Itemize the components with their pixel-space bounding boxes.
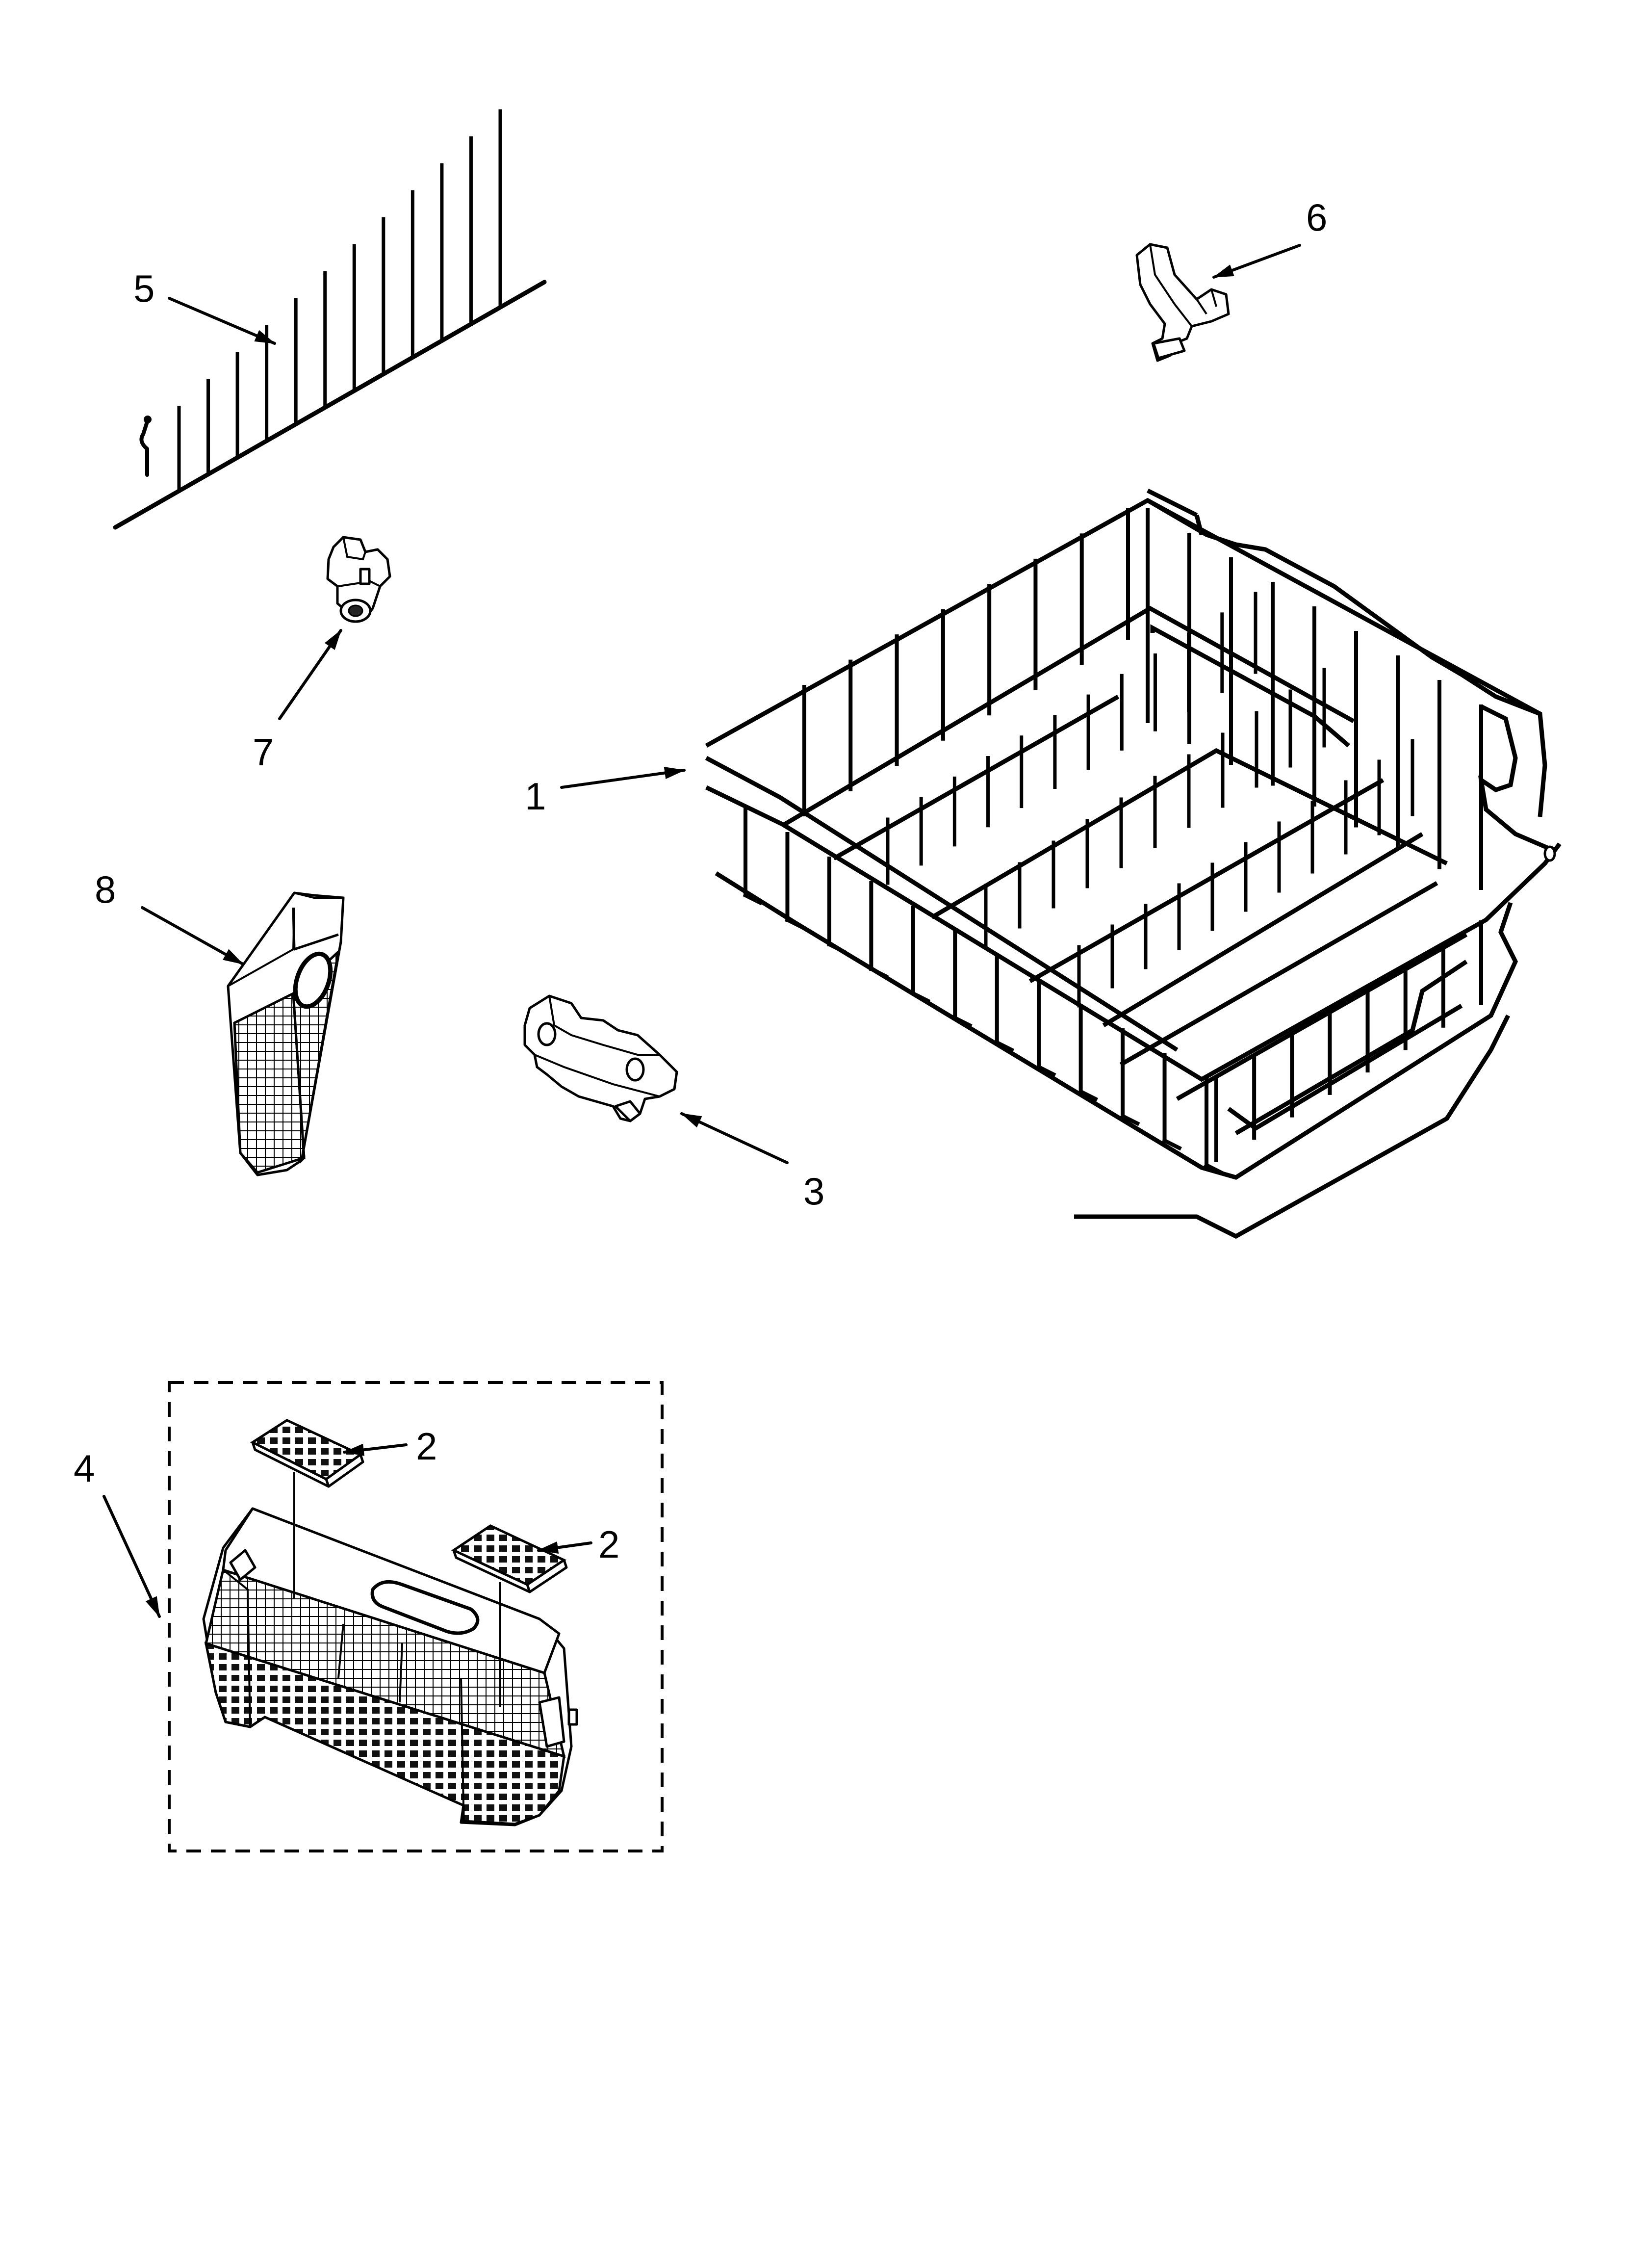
rack-bracket-part xyxy=(523,994,678,1122)
callout-5: 5 xyxy=(133,267,154,310)
callout-2a: 2 xyxy=(416,1425,437,1468)
leader-2a xyxy=(343,1443,408,1456)
tine-row-part xyxy=(113,109,547,530)
silverware-basket-assembly xyxy=(168,1381,664,1852)
leader-3 xyxy=(680,1112,789,1164)
callout-6: 6 xyxy=(1306,196,1327,239)
leader-1 xyxy=(560,767,686,789)
leader-2b xyxy=(537,1541,592,1554)
callout-labels: 5 6 7 1 8 3 2 2 4 xyxy=(74,196,1327,1566)
small-silverware-basket-part xyxy=(227,891,345,1176)
leader-6 xyxy=(1212,244,1301,279)
callout-1: 1 xyxy=(525,775,546,818)
callout-2b: 2 xyxy=(598,1523,619,1566)
rack-clip-part xyxy=(1135,243,1230,362)
roller-part xyxy=(326,536,391,623)
leader-7 xyxy=(278,629,342,720)
leader-4 xyxy=(103,1495,161,1618)
leader-5 xyxy=(168,297,276,345)
leader-lines xyxy=(103,244,1301,1618)
leader-8 xyxy=(141,906,244,965)
basket-cover-part-b xyxy=(451,1524,568,1707)
callout-4: 4 xyxy=(74,1447,95,1490)
callout-8: 8 xyxy=(95,868,116,911)
callout-3: 3 xyxy=(803,1170,824,1213)
callout-7: 7 xyxy=(253,730,274,774)
lower-dish-rack-part xyxy=(705,488,1562,1239)
